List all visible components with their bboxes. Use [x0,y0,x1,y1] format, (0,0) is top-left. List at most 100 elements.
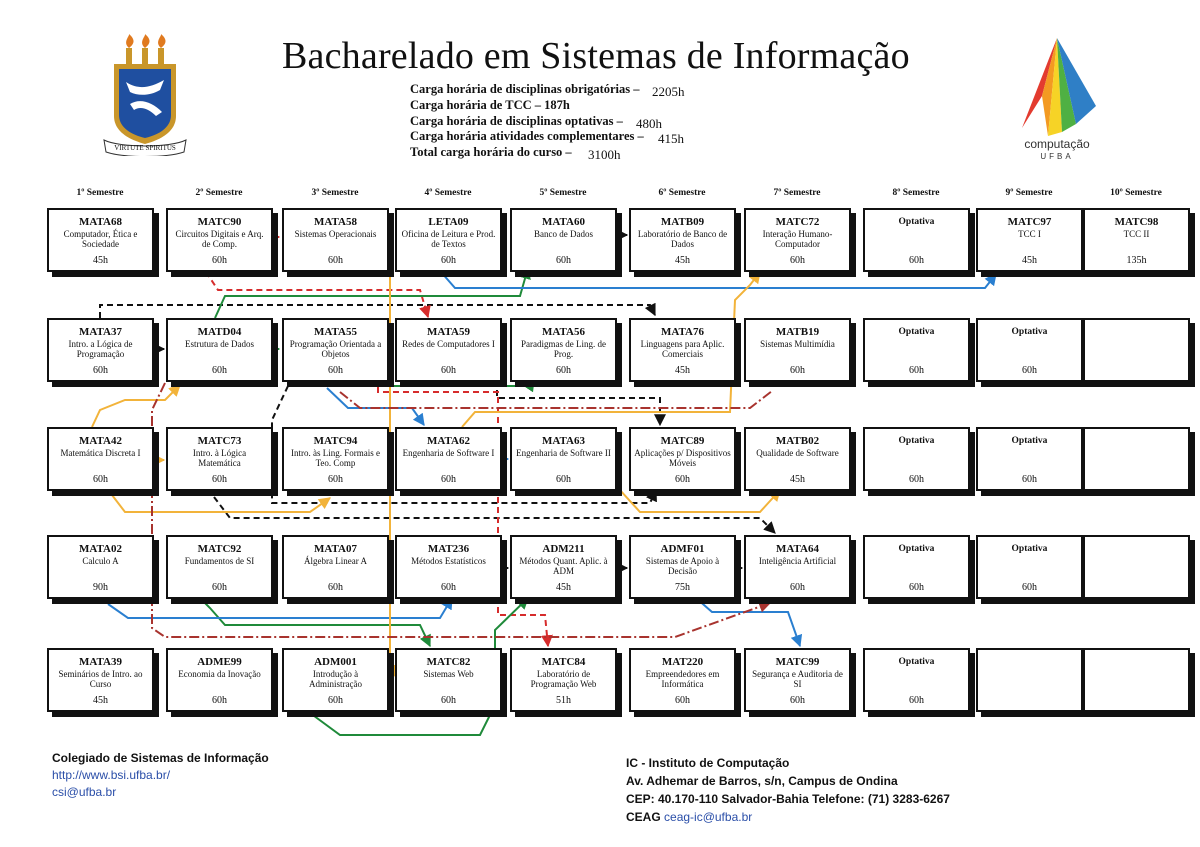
course-name: Intro. a Lógica de Programação [68,339,133,359]
course-code: MATA62 [427,435,470,447]
course-hours: 60h [93,365,108,376]
workload-row: Carga horária atividades complementares … [410,129,684,146]
course-code: MATC72 [775,216,820,228]
course-hours: 60h [328,255,343,266]
workload-row: Carga horária de disciplinas optativas –… [410,113,662,131]
workload-value: 480h [636,115,662,131]
course-name: Matemática Discreta I [60,448,141,458]
workload-label: Carga horária de TCC – 187h [410,97,570,112]
course-hours: 60h [556,365,571,376]
course-name: Qualidade de Software [756,448,839,458]
course-name: Métodos Quant. Aplic. à ADM [519,556,608,576]
course-name: Intro. às Ling. Formais e Teo. Comp [291,448,380,468]
course-hours: 45h [556,582,571,593]
course-code: MATA58 [314,216,357,228]
semester-heading: 5º Semestre [539,188,587,198]
course-code: MATA42 [79,435,122,447]
course-name: Linguagens para Aplic. Comerciais [640,339,725,359]
course-box-empty [1083,648,1190,712]
prerequisite-arrow [597,465,781,513]
prerequisite-arrow [271,385,657,504]
course-hours: 60h [909,255,924,266]
prerequisite-arrow [107,596,453,619]
workload-row: Carga horária de disciplinas obrigatória… [410,82,685,99]
workload-label: Carga horária atividades complementares … [410,129,644,144]
course-hours: 60h [212,255,227,266]
ufba-motto: VIRTUTE SPIRITUS [114,144,176,152]
course-name: Sistemas Operacionais [294,229,377,239]
course-code: MATB19 [775,326,820,338]
course-code: ADME99 [197,656,242,668]
course-name: Sistemas de Apoio à Decisão [645,556,720,576]
course-code: Optativa [1011,436,1048,446]
prerequisite-arrow [377,377,553,648]
course-code: MATA59 [427,326,470,338]
ufba-crest-logo: VIRTUTE SPIRITUS [103,34,187,156]
course-hours: 60h [441,474,456,485]
course-hours: 60h [328,365,343,376]
course-code: MATA76 [661,326,704,338]
semester-heading: 1º Semestre [76,188,124,198]
course-code: ADM211 [542,543,585,555]
footer-institute-title: IC - Instituto de Computação [626,756,790,770]
course-code: MATB02 [775,435,820,447]
footer-website-link[interactable]: http://www.bsi.ufba.br/ [52,768,171,782]
prerequisite-arrow [339,390,773,409]
workload-value: 2205h [652,84,685,99]
footer-ceag-email-link[interactable]: ceag-ic@ufba.br [664,810,753,824]
course-hours: 45h [1022,255,1037,266]
course-code: MATA64 [776,543,819,555]
prerequisite-arrow [440,271,997,289]
course-hours: 60h [441,365,456,376]
course-name: Introdução à Administração [309,669,362,689]
course-code: MATC92 [197,543,242,555]
course-code: ADM001 [314,656,357,668]
course-code: Optativa [898,327,935,337]
course-code: Optativa [1011,327,1048,337]
course-code: LETA09 [428,216,469,228]
course-hours: 60h [790,582,805,593]
course-hours: 60h [328,582,343,593]
footer-right: IC - Instituto de Computação Av. Adhemar… [626,754,950,826]
prerequisite-arrow [151,382,772,638]
course-name: TCC II [1123,229,1150,239]
course-hours: 90h [93,582,108,593]
footer-email-link[interactable]: csi@ufba.br [52,785,117,799]
course-code: MATA63 [542,435,585,447]
course-code: MATC89 [660,435,705,447]
course-hours: 45h [790,474,805,485]
workload-row: Total carga horária do curso –3100h [410,145,644,162]
course-code: MATC94 [313,435,358,447]
workload-label: Carga horária de disciplinas optativas – [410,113,623,128]
course-hours: 60h [675,695,690,706]
course-hours: 60h [328,474,343,485]
course-code: MAT236 [427,543,470,555]
course-code: Optativa [1011,544,1048,554]
prerequisite-arrow [305,597,529,736]
workload-value: 415h [658,131,684,147]
course-code: MATC99 [775,656,820,668]
course-name: Empreendedores em Informática [645,669,720,689]
prerequisite-arrow [205,271,431,319]
torch-icon [126,34,166,64]
course-code: Optativa [898,544,935,554]
course-name: Circuitos Digitais e Arq. de Comp. [175,229,264,249]
footer-colegiado-title: Colegiado de Sistemas de Informação [52,751,269,765]
